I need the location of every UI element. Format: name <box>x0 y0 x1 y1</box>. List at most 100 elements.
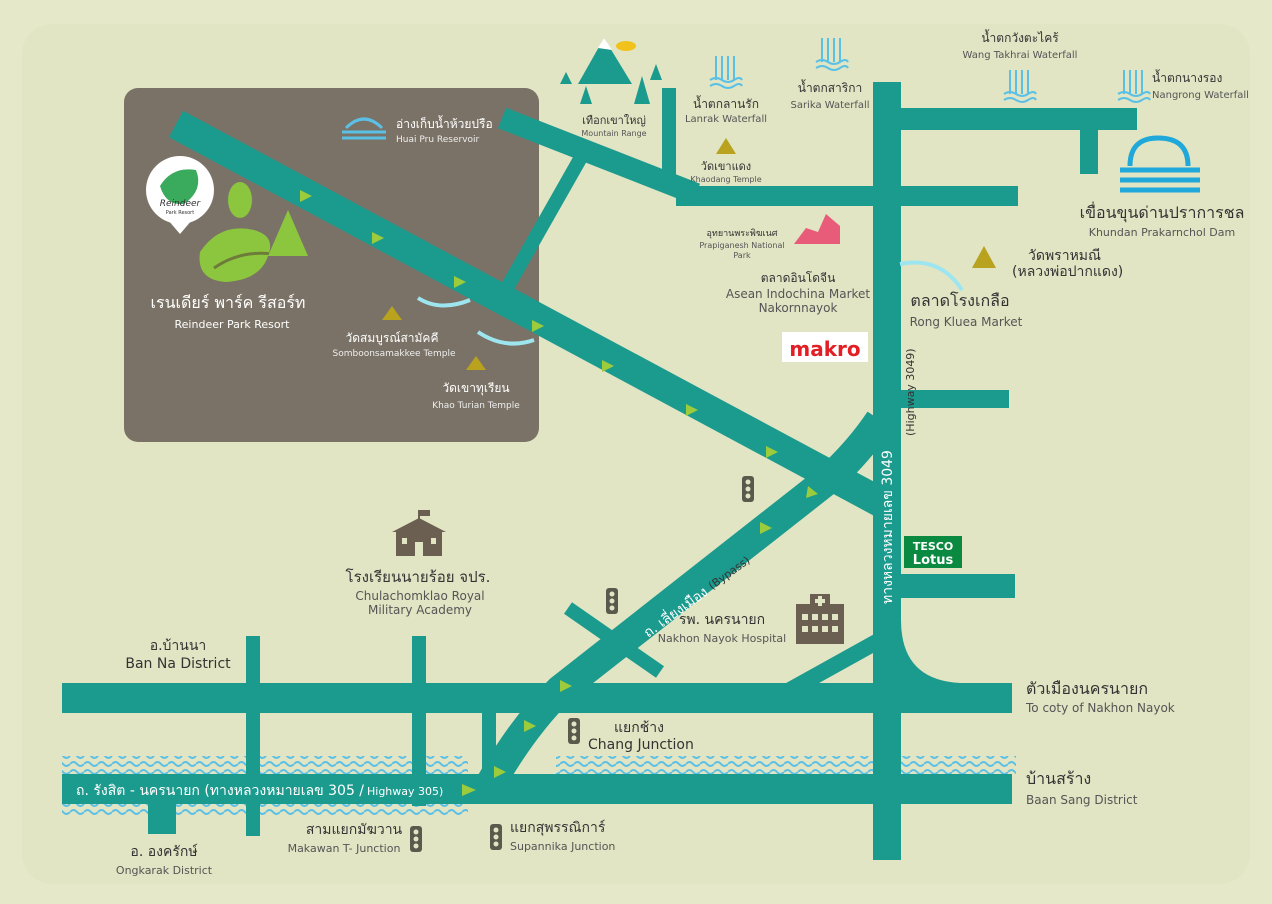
road-network <box>62 82 1137 860</box>
road-bypass <box>473 411 893 798</box>
rong-kluea-th: ตลาดโรงเกลือ <box>910 291 1009 310</box>
makawan-th: สามแยกมัฆวาน <box>306 822 403 838</box>
traffic-light-icon-2 <box>606 588 618 614</box>
makro-label: makro <box>789 337 860 361</box>
temple-icon-wat-phram <box>972 246 996 268</box>
highway-305-th: ถ. รังสิต - นครนายก (ทางหลวงหมายเลข 305 … <box>76 783 364 799</box>
dam-icon <box>1120 135 1200 193</box>
tesco-lotus-logo: TESCO Lotus <box>904 536 962 568</box>
chang-en: Chang Junction <box>588 737 694 753</box>
road-crossing <box>564 602 664 678</box>
nangrong-en: Nangrong Waterfall <box>1152 90 1249 101</box>
highway-305-en: Highway 305) <box>367 785 443 798</box>
prapiganesh-th: อุทยานพระพิฆเนศ <box>707 228 778 239</box>
resort-name-en: Reindeer Park Resort <box>175 318 291 331</box>
creek-2 <box>476 330 535 346</box>
sarika-en: Sarika Waterfall <box>790 100 869 111</box>
road-highway-305 <box>62 774 1012 804</box>
traffic-light-icon-1 <box>742 476 754 502</box>
arrow-1 <box>300 190 312 202</box>
mountain-icon <box>560 38 662 104</box>
mountain-en: Mountain Range <box>581 129 646 138</box>
hospital-th: รพ. นครนายก <box>679 612 765 628</box>
supannika-th: แยกสุพรรณิการ์ <box>510 819 606 836</box>
waterfall-icon-sarika <box>815 38 849 71</box>
huai-pru-th: อ่างเก็บน้ำห้วยปรือ <box>396 115 493 131</box>
ongkarak-th: อ. องครักษ์ <box>130 843 197 860</box>
road-network-diagonal <box>168 107 893 798</box>
road-east-stub-1 <box>901 390 1009 408</box>
asean-th: ตลาดอินโดจีน <box>761 271 836 285</box>
temple-icon-somboon <box>382 306 402 320</box>
road-reservoir-branch <box>493 148 591 304</box>
wang-takhrai-en: Wang Takhrai Waterfall <box>963 50 1078 61</box>
chang-th: แยกช้าง <box>614 720 664 736</box>
ban-na-en: Ban Na District <box>125 656 231 672</box>
arrow-11 <box>524 720 536 732</box>
tesco-line-2: Lotus <box>913 553 954 568</box>
khaodang-th: วัดเขาแดง <box>701 160 751 173</box>
road-ongkarak <box>148 804 176 834</box>
chula-th: โรงเรียนนายร้อย จปร. <box>346 568 491 586</box>
arrow-5 <box>602 360 614 372</box>
prapiganesh-en-1: Prapiganesh National <box>699 241 784 250</box>
hospital-en: Nakhon Nayok Hospital <box>658 632 786 645</box>
nangrong-th: น้ำตกนางรอง <box>1152 69 1222 85</box>
road-khaodang <box>676 186 1018 206</box>
lanrak-en: Lanrak Waterfall <box>685 114 767 125</box>
highway-3049-th: ทางหลวงหมายเลข 3049 <box>880 450 896 604</box>
creek-3 <box>899 260 964 292</box>
creek-1 <box>416 296 471 308</box>
national-park-icon <box>794 214 840 244</box>
ban-na-th: อ.บ้านนา <box>150 638 207 654</box>
nakhon-nayok-en: To coty of Nakhon Nayok <box>1025 701 1175 715</box>
resort-area <box>124 88 539 442</box>
road-ban-na-vertical <box>246 636 260 836</box>
huai-pru-en: Huai Pru Reservoir <box>396 135 480 145</box>
arrow-13 <box>462 784 476 796</box>
khao-turian-th: วัดเขาทุเรียน <box>442 381 509 396</box>
wang-takhrai-th: น้ำตกวังตะไคร้ <box>981 29 1059 45</box>
road-north-east-1 <box>873 108 1137 130</box>
resort-logo-text: Reindeer <box>160 199 202 209</box>
nakhon-nayok-th: ตัวเมืองนครนายก <box>1026 679 1148 698</box>
mountain-th: เทือกเขาใหญ่ <box>582 114 646 127</box>
wat-phram-th-1: วัดพราหมณี <box>1028 248 1101 264</box>
river-north <box>62 756 468 776</box>
road-waterfall-branch <box>662 88 676 188</box>
somboon-th: วัดสมบูรณ์สามัคคี <box>346 331 439 346</box>
prapiganesh-en-2: Park <box>733 251 751 260</box>
road-north-east-2 <box>1080 108 1098 174</box>
arrow-3 <box>454 276 466 288</box>
road-mountain <box>497 107 701 205</box>
resort-logo[interactable]: Reindeer Park Resort <box>146 156 214 234</box>
road-hospital-link <box>786 633 884 697</box>
road-makawan <box>412 636 426 806</box>
baan-sang-en: Baan Sang District <box>1026 793 1138 807</box>
tesco-line-1: TESCO <box>913 540 953 553</box>
arrow-4 <box>532 320 544 332</box>
khundan-th: เขื่อนขุนด่านปราการชล <box>1080 201 1245 223</box>
chula-en-1: Chulachomklao Royal <box>355 589 484 603</box>
khundan-en: Khundan Prakarnchol Dam <box>1089 226 1235 239</box>
wat-phram-th-2: (หลวงพ่อปากแดง) <box>1012 264 1123 280</box>
reservoir-icon <box>342 117 386 140</box>
baan-sang-th: บ้านสร้าง <box>1026 769 1091 788</box>
traffic-light-icon-supannika <box>490 824 502 850</box>
temple-icon-khao-turian <box>466 356 486 370</box>
park-icon <box>199 182 308 282</box>
arrow-9 <box>760 522 772 534</box>
road-east-stub-2 <box>901 574 1015 598</box>
asean-en-1: Asean Indochina Market <box>726 287 871 301</box>
khao-turian-en: Khao Turian Temple <box>432 401 520 411</box>
arrow-7 <box>766 446 778 458</box>
arrow-8 <box>806 486 818 498</box>
ongkarak-en: Ongkarak District <box>116 864 213 877</box>
arrow-12 <box>494 766 506 778</box>
somboon-en: Somboonsamakkee Temple <box>333 349 456 359</box>
waterfall-icon-wang-takhrai <box>1003 70 1037 103</box>
road-highway-3049 <box>873 82 901 860</box>
resort-name-th: เรนเดียร์ พาร์ค รีสอร์ท <box>151 293 306 312</box>
resort-logo-subtext: Park Resort <box>166 210 194 216</box>
